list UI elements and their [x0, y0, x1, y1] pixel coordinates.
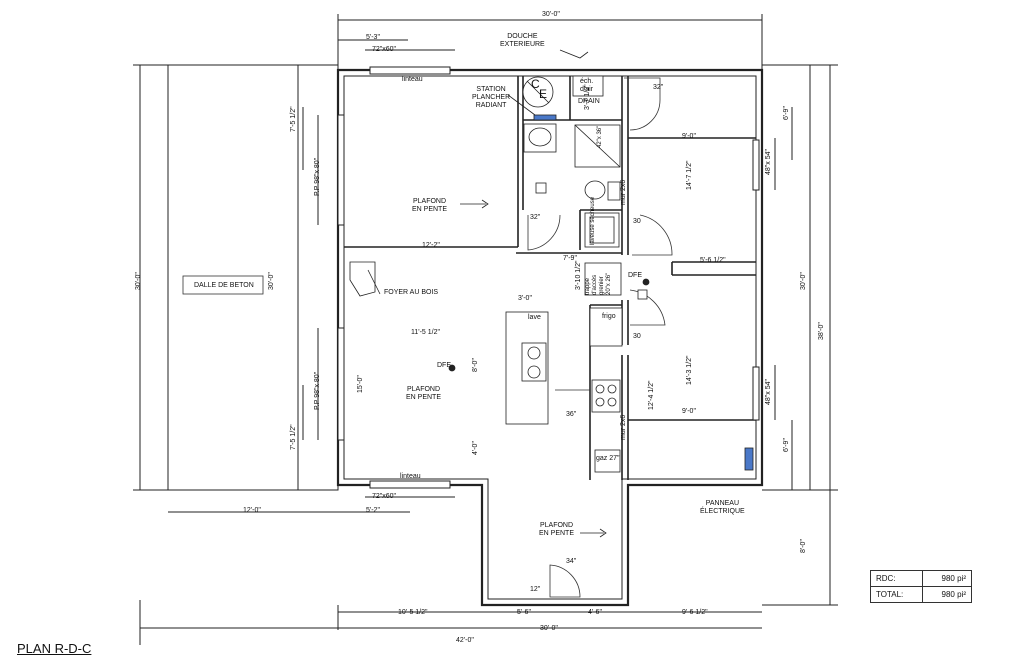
area-value: 980 pi² — [922, 586, 972, 603]
linteau-top: linteau — [402, 76, 423, 83]
foyer-label: FOYER AU BOIS — [384, 289, 439, 296]
dim-top-left-offset: 5'-3" — [366, 34, 380, 41]
dfe-label-1: DFE — [437, 362, 451, 369]
panneau-label: PANNEAU ÉLECTRIQUE — [700, 500, 745, 515]
fixtures — [349, 75, 754, 473]
area-table: RDC: 980 pi² TOTAL: 980 pi² — [869, 570, 972, 603]
wall-2x6-lower: mur 2x6 — [620, 414, 627, 440]
door-32-bath: 32" — [530, 214, 541, 221]
bottom-overall-outer: 42'-0" — [456, 637, 474, 644]
bed-lower-width: 9'-0" — [682, 408, 696, 415]
plafond-label-2: PLAFOND EN PENTE — [406, 386, 442, 401]
window-left-upper: P.P 98"x 80" — [314, 157, 321, 196]
ce-c: C — [531, 77, 540, 91]
window-bottom-size: 72"x60" — [372, 493, 397, 500]
dalle-label: DALLE DE BETON — [194, 282, 254, 289]
interior-walls — [344, 76, 756, 480]
kitchen-4: 4'-0" — [472, 441, 479, 455]
area-row-total: TOTAL: 980 pi² — [869, 586, 972, 603]
door-swings — [527, 77, 673, 598]
right-outer-dim: 38'-0" — [818, 322, 825, 340]
door-12: 12" — [530, 586, 541, 593]
door-32-top: 32" — [653, 84, 664, 91]
hall-depth: 3'-10 1/2" — [575, 260, 582, 290]
living-depth: 15'-0" — [357, 375, 364, 393]
window-left-lower: P.P 98"x 80" — [314, 371, 321, 410]
window-top-size: 72"x60" — [372, 46, 397, 53]
sink-label: lave — [528, 314, 541, 321]
ce-e: E — [539, 87, 548, 101]
slab-width: 12'-0" — [243, 507, 261, 514]
right-upper-offset: 6'-9" — [783, 106, 790, 120]
plafond-label-1: PLAFOND EN PENTE — [412, 198, 448, 213]
kitchen-depth: 12'-4 1/2" — [648, 380, 655, 410]
oven-label: gaz 27" — [596, 455, 620, 462]
area-value: 980 pi² — [922, 570, 972, 587]
trappe-label: trappe d'accès grenier 20"x 26" — [585, 272, 612, 295]
window-right-lower: 48"x 54" — [765, 379, 772, 405]
hall-width: 7'-9" — [563, 255, 577, 262]
echangeur-label: éch. d'air — [580, 78, 594, 93]
right-lower-offset: 6'-9" — [783, 438, 790, 452]
door-36: 36" — [566, 411, 577, 418]
wall-2x6-upper: mur 2x6 — [620, 179, 627, 205]
area-label: RDC: — [869, 570, 924, 587]
kitchen-8: 8'-0" — [472, 358, 479, 372]
door-30-b: 30 — [633, 333, 641, 340]
area-row-rdc: RDC: 980 pi² — [869, 570, 972, 587]
station-label: STATION PLANCHER RADIANT — [472, 86, 511, 109]
right-inner-dim: 30'-0" — [800, 272, 807, 290]
bottom-seg-2: 5'-6" — [517, 609, 531, 616]
dim-bottom-left-offset: 5'-2" — [366, 507, 380, 514]
mech-depth: 3'-7 1/2" — [584, 84, 591, 110]
bed-upper-depth: 14'-7 1/2" — [686, 160, 693, 190]
bottom-seg-3: 4'-6" — [588, 609, 602, 616]
drain-label: DRAIN — [578, 98, 600, 105]
bed-upper-width: 9'-0" — [682, 133, 696, 140]
door-30-a: 30 — [633, 218, 641, 225]
left-outer-dim: 30'-0" — [135, 272, 142, 290]
bottom-seg-4: 9'-6 1/2" — [682, 609, 708, 616]
window-right-upper: 48"x 54" — [765, 149, 772, 175]
door-34: 34" — [566, 558, 577, 565]
windows — [337, 66, 760, 489]
left-upper-window-dim: 7'-5 1/2" — [290, 106, 297, 132]
left-inner-dim: 30'-0" — [268, 272, 275, 290]
left-lower-window-dim: 7'-5 1/2" — [290, 424, 297, 450]
bottom-overall-inner: 30'-0" — [540, 625, 558, 632]
living-width: 11'-5 1/2" — [411, 329, 440, 336]
bed-mid: 5'-6 1/2" — [700, 257, 726, 264]
bed-lower-depth: 14'-3 1/2" — [686, 355, 693, 385]
douche-label: DOUCHE EXTERIEURE — [500, 33, 545, 48]
plafond-label-3: PLAFOND EN PENTE — [539, 522, 575, 537]
plan-title: PLAN R-D-C — [17, 641, 92, 656]
shower-size: 42"x 36" — [597, 125, 603, 148]
right-bottom-dim: 8'-0" — [800, 539, 807, 553]
linteau-bottom: linteau — [400, 473, 421, 480]
washer-label: laveuse sécheuse — [590, 196, 596, 245]
dim-top-overall-label: 30'-0" — [542, 11, 560, 18]
area-label: TOTAL: — [869, 586, 924, 603]
dfe-label-2: DFE — [628, 272, 642, 279]
upper-width: 12'-2" — [422, 242, 440, 249]
bottom-seg-1: 10'-5 1/2" — [398, 609, 428, 616]
island-width: 3'-0" — [518, 295, 532, 302]
fridge-label: frigo — [602, 313, 616, 320]
